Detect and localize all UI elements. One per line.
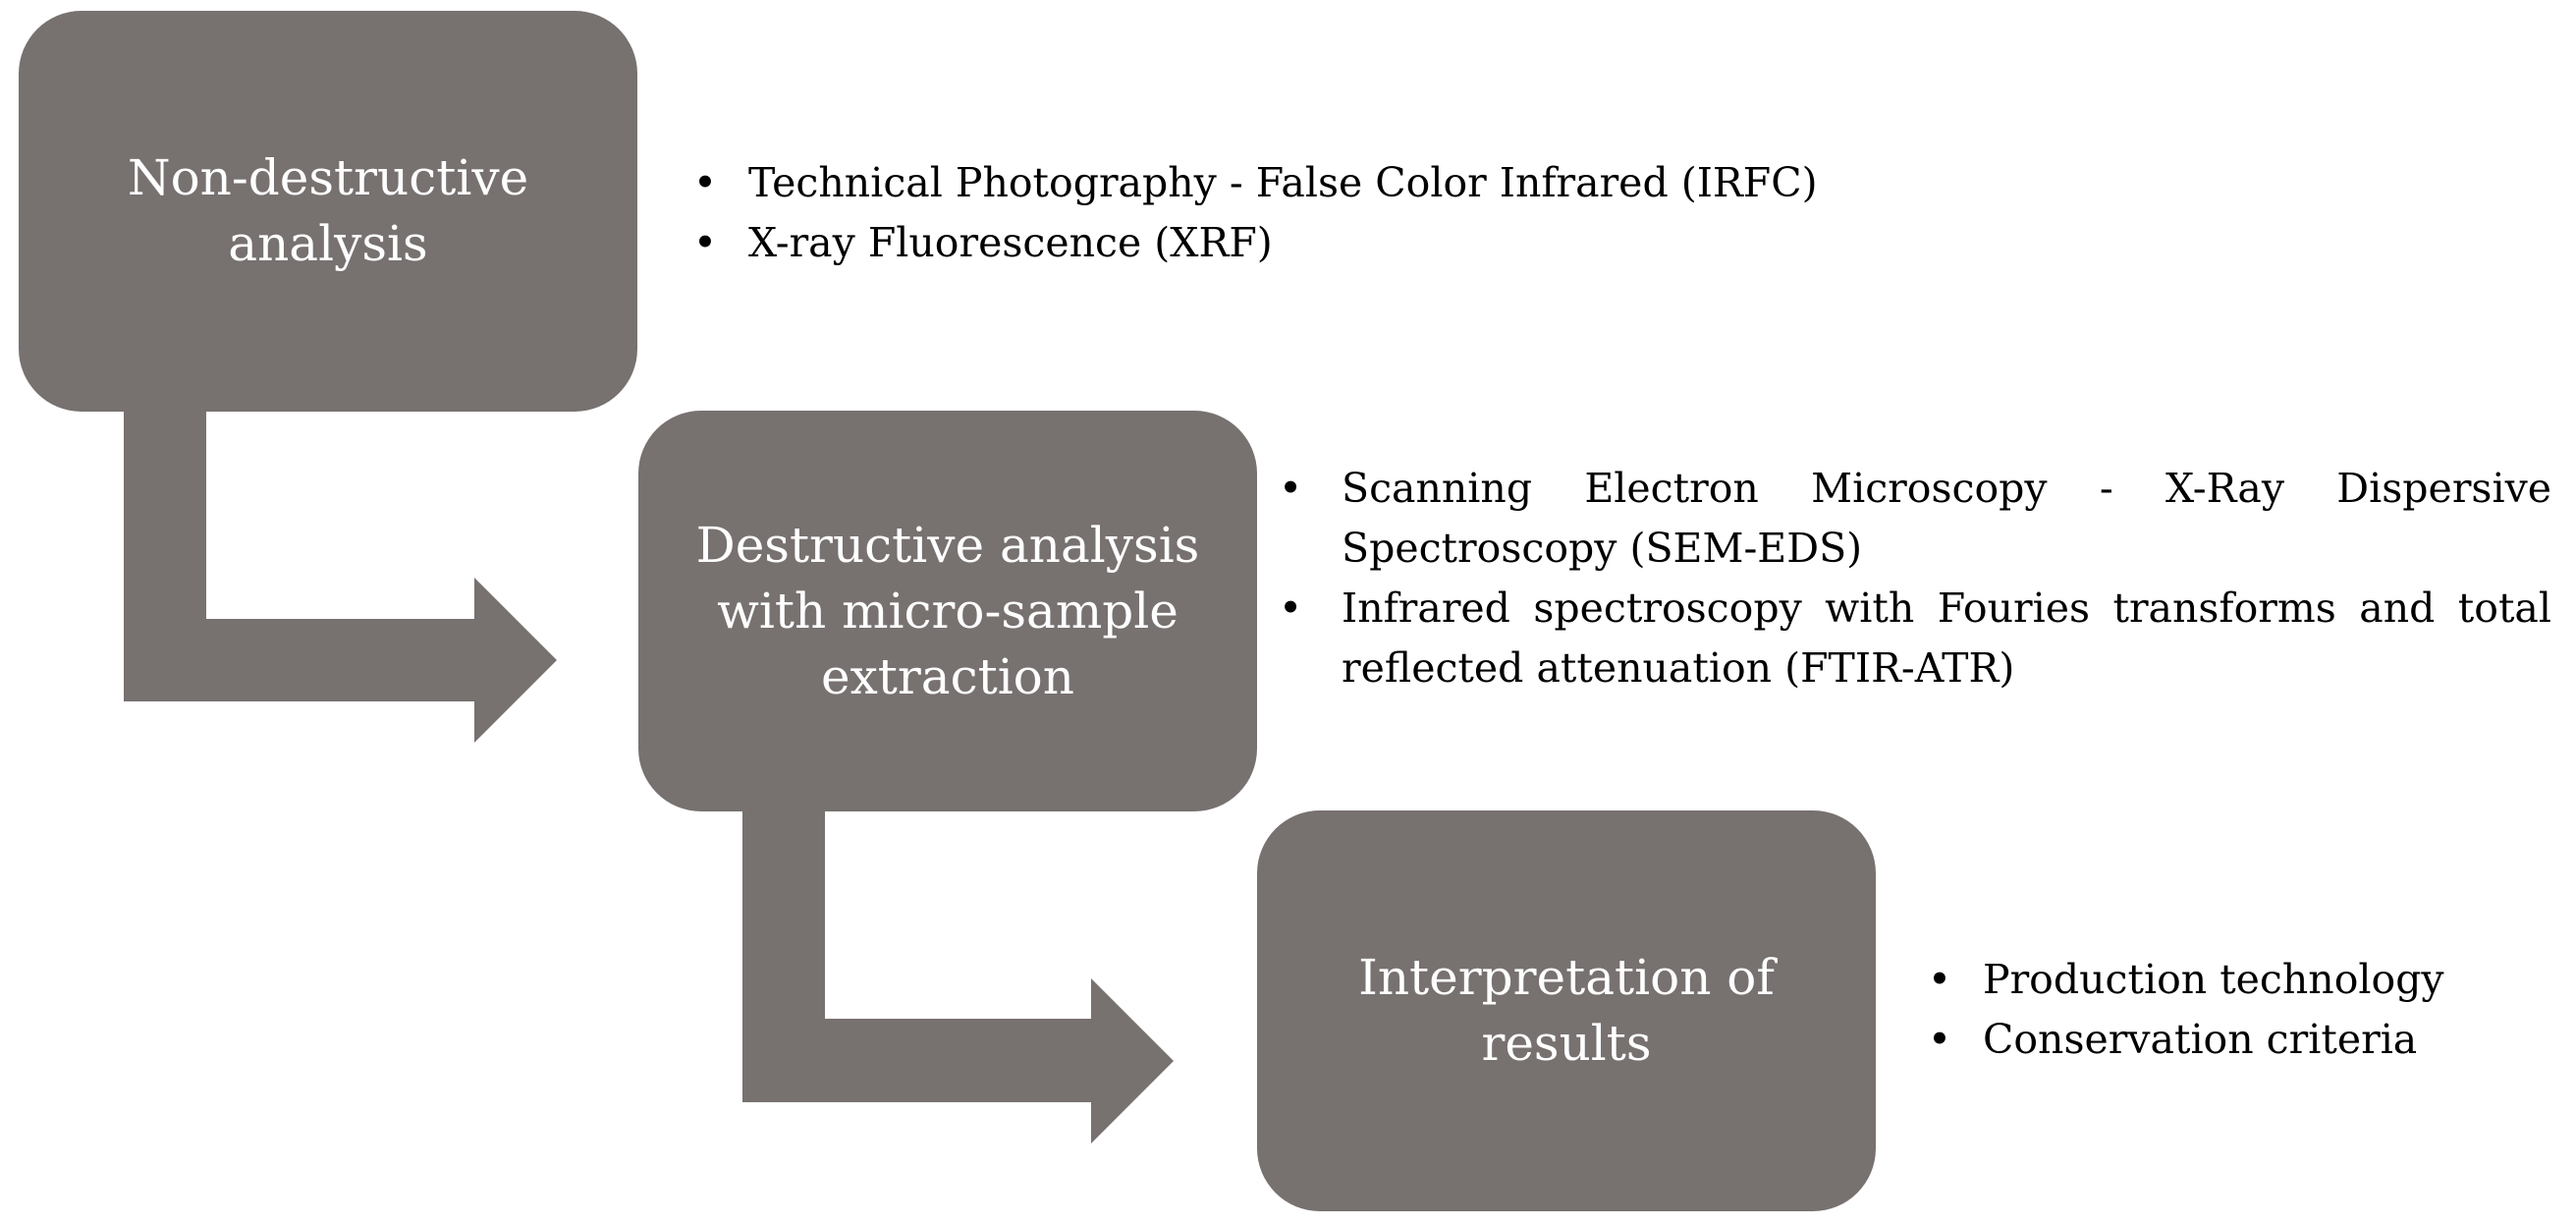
list-item-text: Conservation criteria (1983, 1016, 2418, 1063)
list-item: • X-ray Fluorescence (XRF) (685, 213, 1913, 273)
list-item-text: X-ray Fluorescence (XRF) (748, 219, 1273, 266)
list-item: • Scanning Electron Microscopy - X-Ray Di… (1279, 459, 2551, 579)
step-title: Interpretation of results (1358, 949, 1775, 1072)
step-title: Non-destructive analysis (127, 149, 529, 272)
bullet-icon: • (692, 159, 718, 206)
list-item-text: Technical Photography - False Color Infr… (748, 159, 1818, 206)
bullet-icon: • (692, 219, 718, 266)
list-item-text: Infrared spectroscopy with Fouries trans… (1342, 585, 2551, 692)
step-box-destructive-analysis: Destructive analysis with micro-sample e… (638, 411, 1257, 811)
bent-arrow-step2-to-step3 (742, 792, 1174, 1143)
step-box-interpretation-of-results: Interpretation of results (1257, 810, 1876, 1211)
list-item: • Conservation criteria (1920, 1010, 2558, 1070)
bullet-list-destructive-methods: • Scanning Electron Microscopy - X-Ray Di… (1279, 459, 2551, 698)
step-box-non-destructive-analysis: Non-destructive analysis (19, 11, 637, 412)
list-item-text: Production technology (1983, 956, 2444, 1003)
bullet-icon: • (1927, 956, 1952, 1003)
bullet-list-results: • Production technology • Conservation cri… (1920, 950, 2558, 1070)
list-item: • Infrared spectroscopy with Fouries tran… (1279, 579, 2551, 698)
bullet-icon: • (1927, 1016, 1952, 1063)
list-item-text: Scanning Electron Microscopy - X-Ray Dis… (1342, 465, 2551, 572)
bullet-list-non-destructive-methods: • Technical Photography - False Color Inf… (685, 153, 1913, 273)
list-item: • Production technology (1920, 950, 2558, 1010)
step-title: Destructive analysis with micro-sample e… (695, 516, 1200, 705)
bullet-icon: • (1279, 585, 1303, 632)
bullet-icon: • (1279, 465, 1303, 512)
list-item: • Technical Photography - False Color Inf… (685, 153, 1913, 213)
bent-arrow-step1-to-step2 (124, 393, 557, 743)
